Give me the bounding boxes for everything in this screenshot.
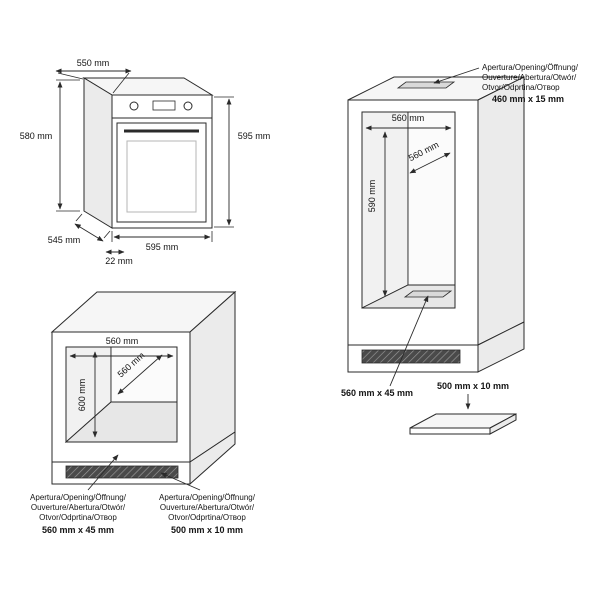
note-line-1: Apertura/Opening/Öffnung/: [159, 493, 256, 502]
note-size: 460 mm x 15 mm: [492, 94, 564, 104]
tall-opening-note: Apertura/Opening/Öffnung/ Ouverture/Aber…: [482, 63, 579, 104]
spacer-board-right-face: [489, 413, 517, 435]
base-vent-right-leader-arrow: [160, 472, 201, 491]
oven-knob-icon: [183, 101, 193, 111]
note-line-3: Otvor/Odprtina/Отвор: [39, 513, 117, 522]
tall-dim-height-label: 590 mm: [367, 180, 377, 213]
base-opening-note-right: Apertura/Opening/Öffnung/ Ouverture/Aber…: [159, 493, 256, 535]
oven-display: [152, 100, 176, 111]
tall-dim-line-depth: [409, 152, 451, 174]
note-line-1: Apertura/Opening/Öffnung/: [482, 63, 579, 72]
tall-cabinet-right-face: [477, 76, 525, 346]
tall-floor-vent-size-label: 560 mm x 45 mm: [341, 388, 413, 398]
tall-cabinet-plinth-right: [477, 321, 525, 373]
oven-witness-lines: [56, 72, 234, 242]
tall-cabinet-drawing: 560 mm 590 mm 560 mm Apertura/Opening/Öf…: [341, 63, 579, 410]
oven-dim-left-label: 580 mm: [20, 131, 53, 141]
oven-dim-depth-label: 545 mm: [48, 235, 81, 245]
note-size: 560 mm x 45 mm: [42, 525, 114, 535]
note-line-2: Ouverture/Abertura/Otwór/: [31, 503, 126, 512]
tall-niche-back-wall: [407, 111, 456, 286]
note-line-3: Otvor/Odprtina/Отвор: [482, 83, 560, 92]
oven-door: [116, 122, 207, 223]
tall-dim-width-label: 560 mm: [392, 113, 425, 123]
oven-front-face: [111, 94, 213, 229]
tall-cabinet-vent-grille: [361, 349, 461, 364]
oven-dim-door-gap-label: 22 mm: [105, 256, 133, 266]
base-dim-line-depth: [117, 354, 163, 395]
oven-dim-top-label: 550 mm: [77, 58, 110, 68]
oven-dim-right-label: 595 mm: [238, 131, 271, 141]
tall-cabinet-top-slot: [396, 81, 456, 89]
base-dim-width-label: 560 mm: [106, 336, 139, 346]
oven-knob-icon: [129, 101, 139, 111]
spacer-board-front-face: [409, 427, 491, 435]
tall-top-opening-leader-arrow: [433, 67, 480, 84]
oven-dim-width-label: 595 mm: [146, 242, 179, 252]
tall-floor-vent-leader-arrow: [389, 295, 429, 387]
oven-dim-line-depth: [74, 223, 104, 242]
oven-door-glass: [126, 140, 197, 213]
base-opening-note-left: Apertura/Opening/Öffnung/ Ouverture/Aber…: [30, 493, 127, 535]
note-line-2: Ouverture/Abertura/Otwór/: [160, 503, 255, 512]
oven-drawing: 550 mm 580 mm 595 mm 545 mm 595 mm 22 mm: [20, 58, 271, 266]
base-niche-opening: [65, 346, 178, 443]
note-line-3: Otvor/Odprtina/Отвор: [168, 513, 246, 522]
base-vent-left-leader-arrow: [87, 454, 119, 491]
tall-niche-floor-slot: [403, 290, 453, 298]
base-cabinet-vent-grille: [65, 465, 179, 479]
base-cabinet-drawing: 560 mm 600 mm 560 mm Apertura/Opening/Öf…: [30, 290, 256, 535]
note-line-1: Apertura/Opening/Öffnung/: [30, 493, 127, 502]
base-cabinet-plinth-right: [189, 431, 236, 486]
spacer-board-drawing: [409, 413, 517, 435]
spacer-size-label: 500 mm x 10 mm: [437, 381, 509, 391]
note-line-2: Ouverture/Abertura/Otwór/: [482, 73, 577, 82]
note-size: 500 mm x 10 mm: [171, 525, 243, 535]
oven-left-face: [83, 77, 113, 229]
tall-niche-opening: [361, 111, 456, 309]
base-dim-height-label: 600 mm: [77, 379, 87, 412]
